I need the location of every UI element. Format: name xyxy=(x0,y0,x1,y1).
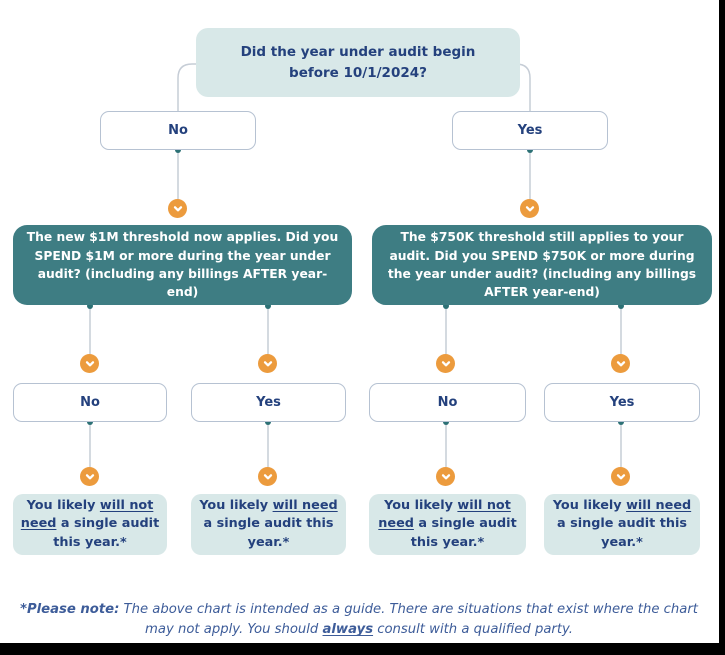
decision-label: No xyxy=(80,395,100,410)
chevron-down-icon xyxy=(520,199,539,218)
result-node-yes-750k: You likely will need a single audit this… xyxy=(544,494,700,555)
result-text: You likely xyxy=(26,497,100,513)
decision-node-no-level1: No xyxy=(100,111,256,150)
chevron-down-icon xyxy=(258,467,277,486)
chevron-down-icon xyxy=(80,467,99,486)
decision-node-no-1m: No xyxy=(13,383,167,422)
decision-node-yes-level1: Yes xyxy=(452,111,608,150)
chevron-down-icon xyxy=(168,199,187,218)
result-text: a single audit this year.* xyxy=(557,516,687,550)
result-node-yes-1m: You likely will need a single audit this… xyxy=(191,494,346,555)
chevron-down-icon xyxy=(436,354,455,373)
result-node-no-1m: You likely will not need a single audit … xyxy=(13,494,167,555)
result-text: a single audit this year.* xyxy=(410,516,517,550)
result-text-underlined: will need xyxy=(626,497,692,513)
result-text: You likely xyxy=(384,497,458,513)
footnote-body: consult with a qualified party. xyxy=(373,622,573,638)
threshold-node-750k: The $750K threshold still applies to you… xyxy=(372,225,712,305)
result-text-underlined: will not need xyxy=(378,497,511,532)
footnote-emphasis: always xyxy=(322,622,374,638)
footnote-lead: *Please note: xyxy=(20,602,120,617)
threshold-question-text: The $750K threshold still applies to you… xyxy=(387,230,697,300)
result-text: a single audit this year.* xyxy=(203,516,334,550)
chevron-down-icon xyxy=(258,354,277,373)
chevron-down-icon xyxy=(611,354,630,373)
result-text-underlined: will not need xyxy=(20,497,154,532)
result-text: a single audit this year.* xyxy=(53,516,160,550)
footnote: *Please note: The above chart is intende… xyxy=(9,600,709,641)
chevron-down-icon xyxy=(611,467,630,486)
footnote-body: The above chart is intended as a guide. … xyxy=(119,602,698,638)
result-text-underlined: will need xyxy=(272,497,338,513)
decision-node-no-750k: No xyxy=(369,383,526,422)
decision-node-yes-1m: Yes xyxy=(191,383,346,422)
root-question-text: Did the year under audit begin before 10… xyxy=(240,43,476,81)
result-node-no-750k: You likely will not need a single audit … xyxy=(369,494,526,555)
decision-label: No xyxy=(168,123,188,138)
result-text: You likely xyxy=(199,497,273,513)
root-question-node: Did the year under audit begin before 10… xyxy=(196,28,520,97)
threshold-question-text: The new $1M threshold now applies. Did y… xyxy=(26,230,339,300)
decision-label: No xyxy=(437,395,458,410)
decision-node-yes-750k: Yes xyxy=(544,383,700,422)
threshold-node-1m: The new $1M threshold now applies. Did y… xyxy=(13,225,352,305)
chevron-down-icon xyxy=(436,467,455,486)
chevron-down-icon xyxy=(80,354,99,373)
result-text: You likely xyxy=(552,497,627,513)
decision-label: Yes xyxy=(256,395,281,410)
decision-label: Yes xyxy=(609,395,635,410)
decision-label: Yes xyxy=(517,123,543,138)
